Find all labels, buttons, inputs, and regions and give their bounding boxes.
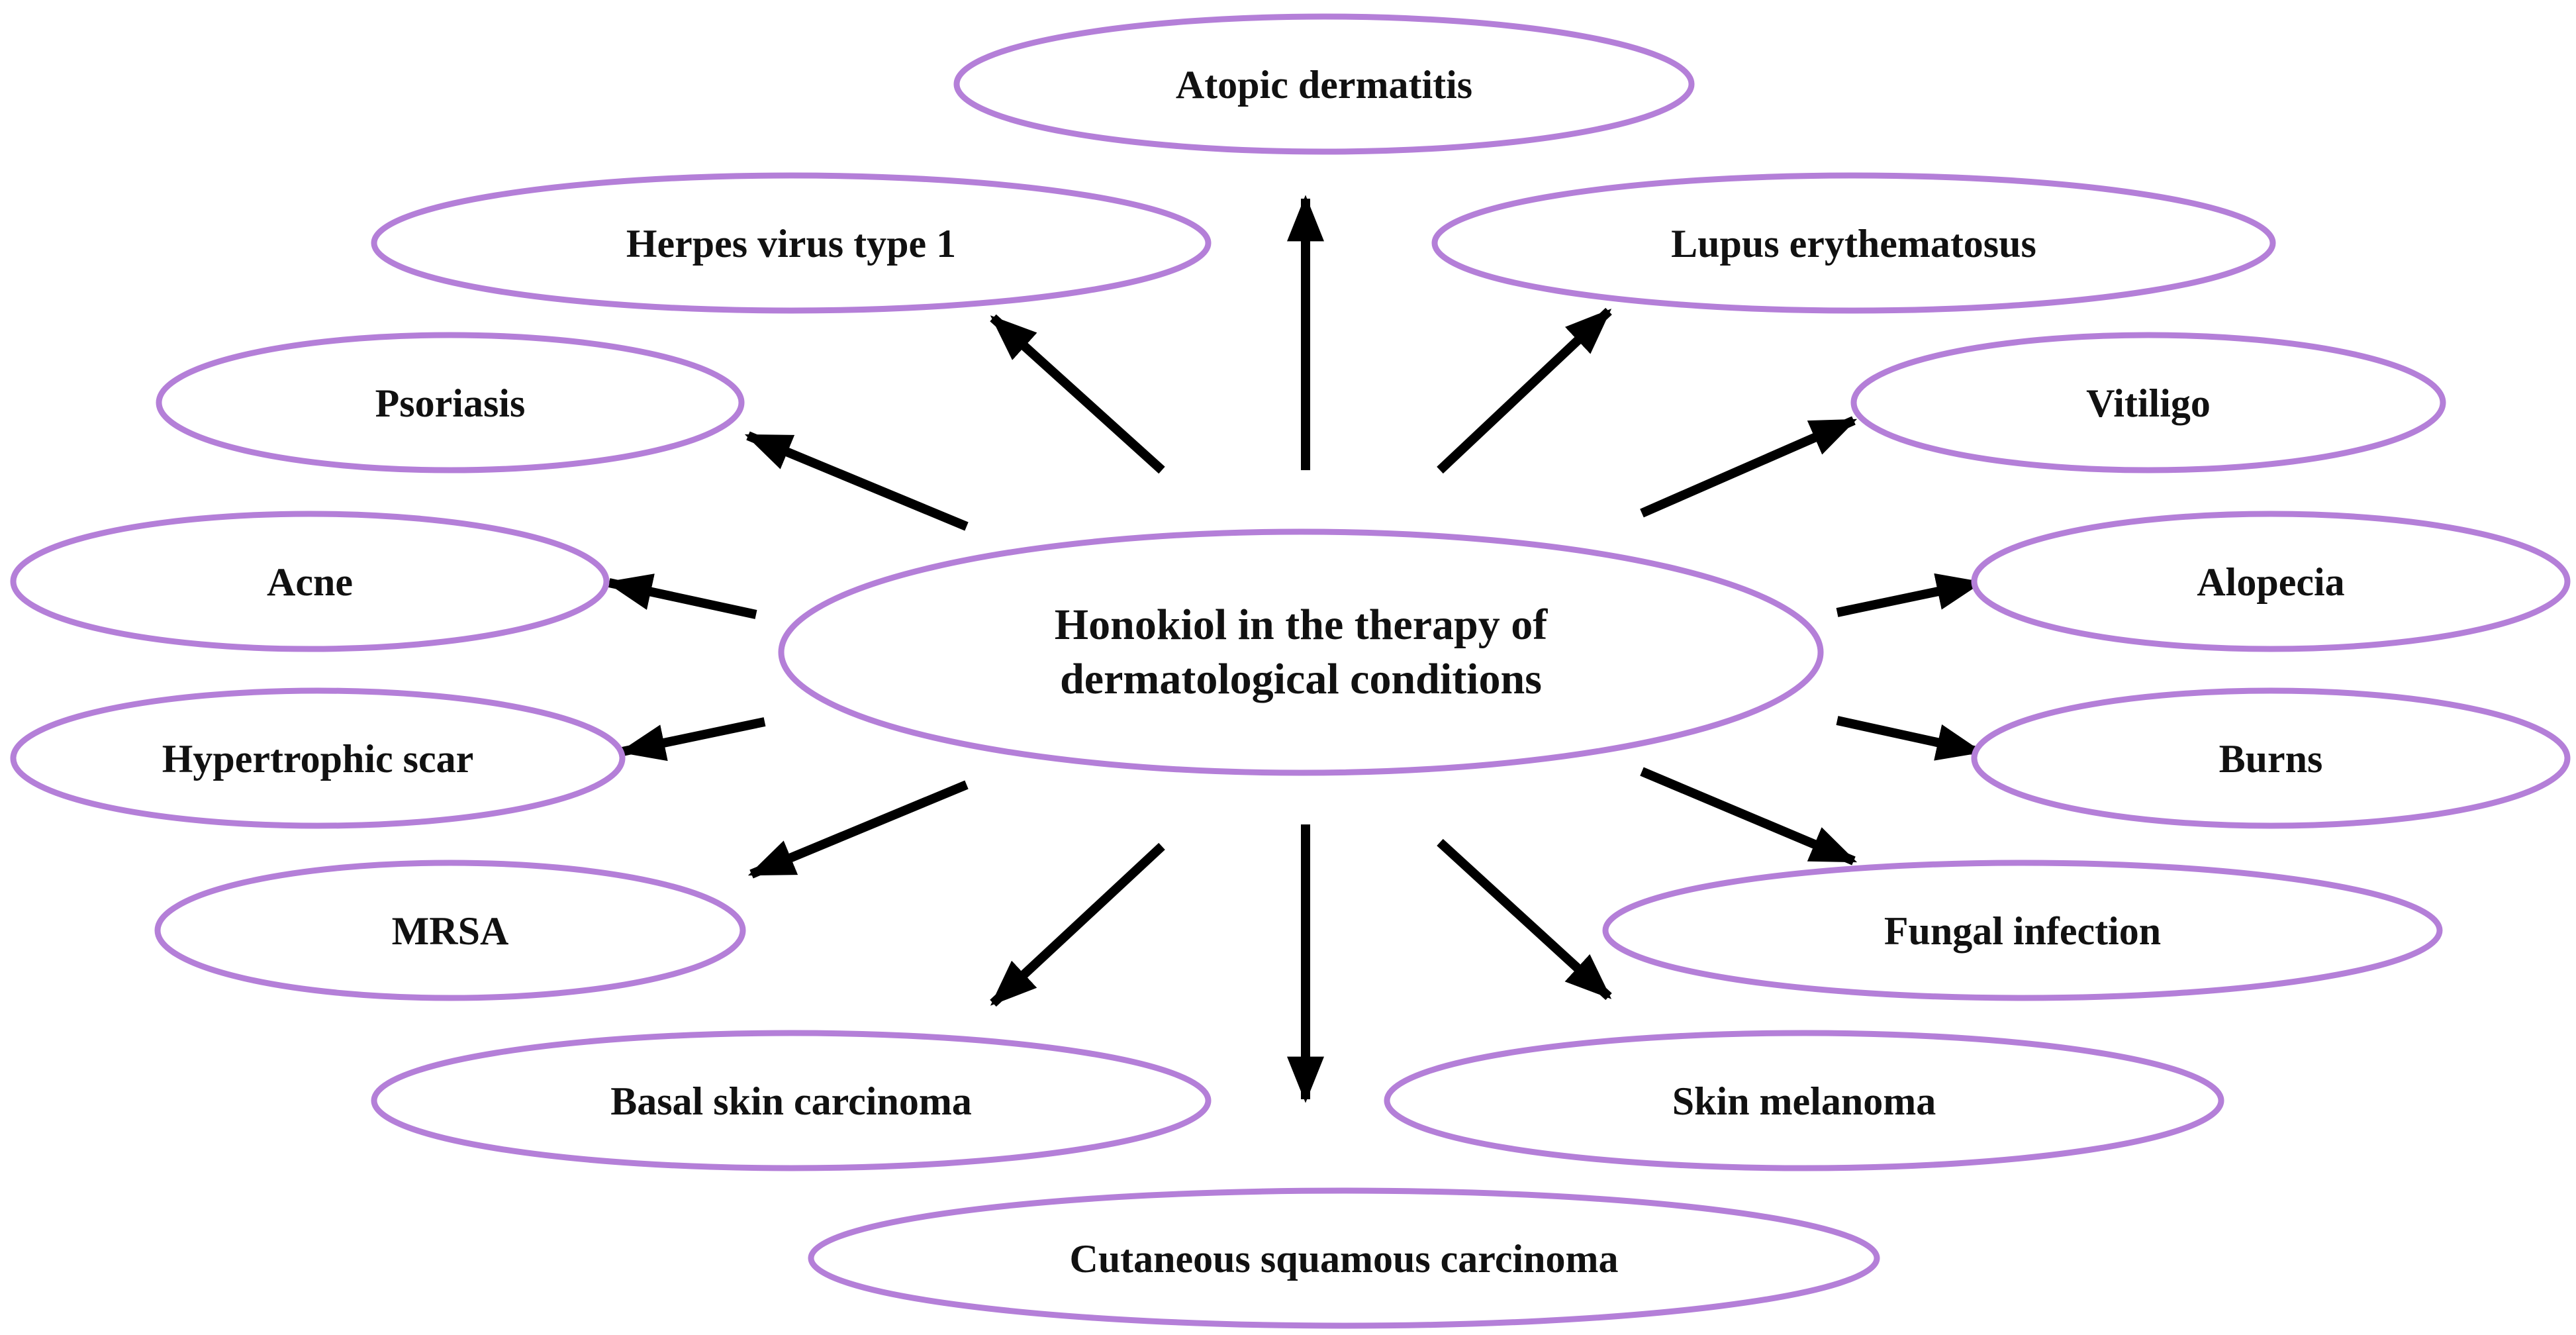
node-fungal-infection: Fungal infection xyxy=(1602,860,2443,1001)
label-psoriasis: Psoriasis xyxy=(375,381,526,425)
label-herpes-virus: Herpes virus type 1 xyxy=(626,222,956,266)
label-fungal-infection: Fungal infection xyxy=(1884,909,2161,953)
label-mrsa: MRSA xyxy=(392,909,509,953)
node-burns: Burns xyxy=(1971,687,2571,829)
center-title-line1: Honokiol in the therapy of xyxy=(1055,601,1548,649)
arrow-to-herpes-virus xyxy=(990,314,1165,474)
node-herpes-virus: Herpes virus type 1 xyxy=(371,172,1212,314)
node-lupus: Lupus erythematosus xyxy=(1431,172,2276,314)
center-node: Honokiol in the therapy of dermatologica… xyxy=(778,528,1824,776)
arrow-to-mrsa xyxy=(747,780,969,879)
node-mrsa: MRSA xyxy=(154,860,746,1001)
label-squamous-carcinoma: Cutaneous squamous carcinoma xyxy=(1069,1237,1618,1281)
arrows xyxy=(605,195,1983,1103)
center-title-line2: dermatological conditions xyxy=(1060,655,1542,703)
label-atopic-dermatitis: Atopic dermatitis xyxy=(1176,63,1472,107)
label-burns: Burns xyxy=(2219,737,2323,781)
label-basal-carcinoma: Basal skin carcinoma xyxy=(610,1079,972,1123)
node-vitiligo: Vitiligo xyxy=(1850,332,2446,473)
node-acne: Acne xyxy=(10,511,610,652)
node-alopecia: Alopecia xyxy=(1971,511,2571,652)
label-lupus: Lupus erythematosus xyxy=(1671,222,2036,266)
node-atopic-dermatitis: Atopic dermatitis xyxy=(953,13,1695,155)
node-psoriasis: Psoriasis xyxy=(156,332,745,473)
label-hypertrophic-scar: Hypertrophic scar xyxy=(162,737,473,781)
arrow-to-vitiligo xyxy=(1640,416,1858,518)
node-squamous-carcinoma: Cutaneous squamous carcinoma xyxy=(808,1187,1880,1329)
arrow-to-skin-melanoma xyxy=(1437,838,1612,1001)
arrow-to-alopecia xyxy=(1836,573,1983,617)
label-acne: Acne xyxy=(267,560,353,604)
arrow-to-fungal-infection xyxy=(1640,767,1858,865)
arrow-to-psoriasis xyxy=(744,431,969,531)
node-basal-carcinoma: Basal skin carcinoma xyxy=(371,1030,1212,1171)
node-hypertrophic-scar: Hypertrophic scar xyxy=(10,687,626,829)
arrow-to-acne xyxy=(605,573,757,619)
node-skin-melanoma: Skin melanoma xyxy=(1384,1030,2224,1171)
arrow-to-lupus xyxy=(1437,307,1612,474)
arrow-to-burns xyxy=(1836,716,1983,761)
label-skin-melanoma: Skin melanoma xyxy=(1672,1079,1936,1123)
arrow-to-hypertrophic-scar xyxy=(618,717,766,762)
label-alopecia: Alopecia xyxy=(2197,560,2344,604)
label-vitiligo: Vitiligo xyxy=(2086,381,2211,425)
arrow-to-basal-carcinoma xyxy=(990,842,1165,1007)
